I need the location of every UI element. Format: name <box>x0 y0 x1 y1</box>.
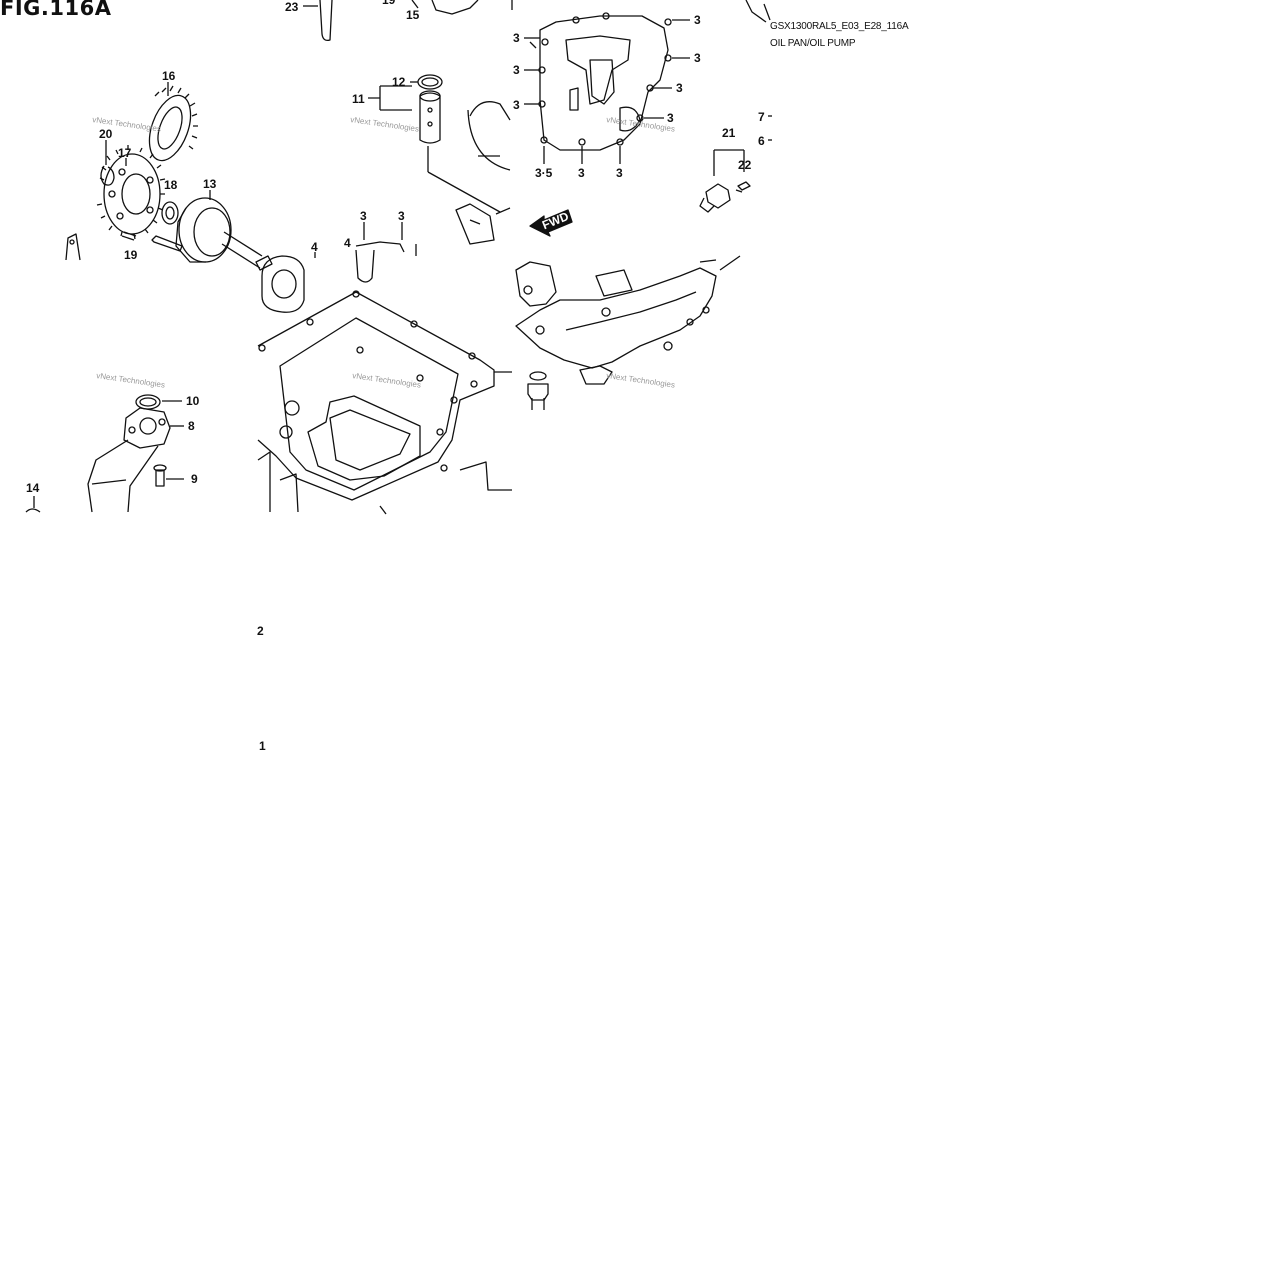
part-4-gasket <box>261 252 316 313</box>
callout-15: 15 <box>406 8 420 22</box>
part-11-pipe <box>368 85 501 213</box>
part-12-oring <box>410 74 443 90</box>
leader-lines <box>524 0 772 164</box>
part-15-bracket <box>411 0 479 15</box>
oil-pan <box>257 290 512 515</box>
part-18-washer <box>161 201 179 225</box>
callout-3-left-3: 3 <box>513 98 520 112</box>
watermark-4: vNext Technologies <box>352 371 422 390</box>
callout-3-right-1: 3 <box>694 13 701 27</box>
callout-3-left-1: 3 <box>513 31 520 45</box>
callout-3-right-3: 3 <box>676 81 683 95</box>
part-14-pipe <box>25 496 41 513</box>
watermarks: vNext Technologies vNext Technologies vN… <box>92 115 676 390</box>
part-13-oil-pump <box>175 190 273 271</box>
callout-14: 14 <box>26 481 40 495</box>
callout-2: 2 <box>257 624 264 638</box>
callout-3-bottom-2: 3 <box>616 166 623 180</box>
part-19-bolt <box>121 231 183 252</box>
callout-23: 23 <box>285 0 299 14</box>
bracket-left <box>65 233 81 261</box>
watermark-5: vNext Technologies <box>606 115 676 134</box>
part-16-gear <box>148 82 198 162</box>
callout-3-right-2: 3 <box>694 51 701 65</box>
part-23-rod <box>303 0 333 42</box>
callout-20: 20 <box>99 127 113 141</box>
watermark-2: vNext Technologies <box>350 115 420 134</box>
callout-12: 12 <box>392 75 406 89</box>
callout-10: 10 <box>186 394 200 408</box>
callout-19: 19 <box>382 0 396 7</box>
callout-6: 6 <box>758 134 765 148</box>
callout-21: 21 <box>722 126 736 140</box>
watermark-3: vNext Technologies <box>96 371 166 390</box>
callout-9: 9 <box>191 472 198 486</box>
part-21-sensor <box>699 149 745 213</box>
callout-13: 13 <box>203 177 217 191</box>
part-10-oring <box>135 394 182 410</box>
callout-4b: 4 <box>344 236 351 250</box>
watermark-6: vNext Technologies <box>606 371 676 390</box>
part-17-sprocket <box>96 145 166 240</box>
crankcase-lower <box>515 255 741 385</box>
part-9-bolt <box>153 464 184 487</box>
part-20-circlip <box>100 140 115 186</box>
callout-3-right-4: 3 <box>667 111 674 125</box>
callout-19b: 19 <box>124 248 138 262</box>
callout-18: 18 <box>164 178 178 192</box>
figure-title: FIG.116A <box>0 0 112 20</box>
callout-17: 17 <box>118 146 132 160</box>
callout-4: 4 <box>311 240 318 254</box>
group-name: OIL PAN/OIL PUMP <box>770 38 856 49</box>
callout-22: 22 <box>738 158 752 172</box>
callout-3a: 3 <box>360 209 367 223</box>
drain-plug <box>527 371 549 410</box>
callout-7: 7 <box>758 110 765 124</box>
callout-3-5: 3·5 <box>535 166 553 180</box>
callout-1: 1 <box>259 739 266 753</box>
callout-3-left-2: 3 <box>513 63 520 77</box>
callout-16: 16 <box>162 69 176 83</box>
callout-8: 8 <box>188 419 195 433</box>
callout-11: 11 <box>352 92 365 106</box>
callout-3-bottom-1: 3 <box>578 166 585 180</box>
callouts: 23 19 15 16 12 11 20 17 18 13 19 4 4 3 3… <box>26 0 765 753</box>
part-22-screw <box>735 181 751 193</box>
oil-pan-upper <box>455 0 672 245</box>
fwd-arrow <box>529 209 573 237</box>
part-8-strainer <box>87 407 184 513</box>
part-4-clip <box>355 222 417 283</box>
model-code: GSX1300RAL5_E03_E28_116A <box>770 21 909 32</box>
callout-3b: 3 <box>398 209 405 223</box>
